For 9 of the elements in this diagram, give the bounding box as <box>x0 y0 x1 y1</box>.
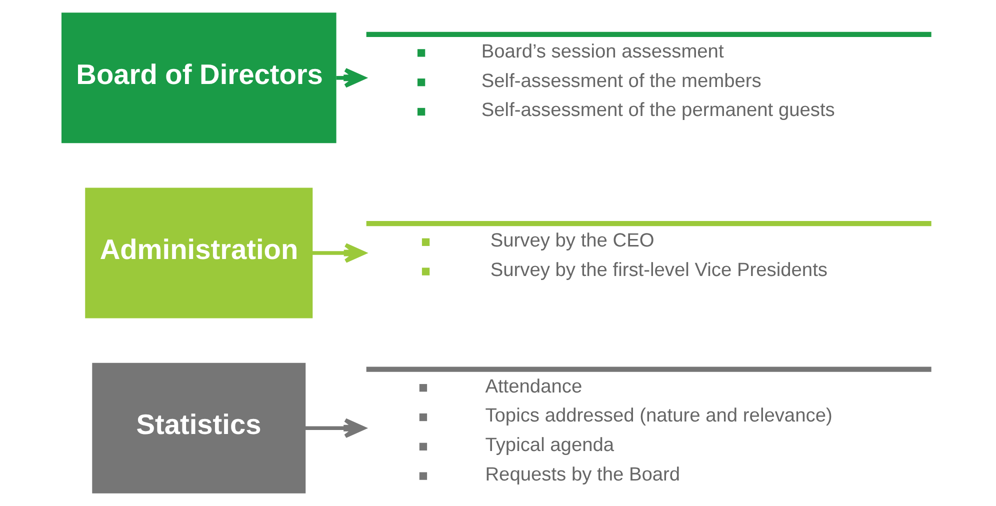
arrow <box>336 68 366 88</box>
arrow <box>312 243 366 263</box>
node-box: Administration <box>85 188 313 318</box>
node-box: Statistics <box>92 362 306 494</box>
arrow <box>305 418 366 438</box>
node-label: Requests by the Board <box>485 464 680 486</box>
node-box: Board of Directors <box>61 12 336 144</box>
node-label: Survey by the first-level Vice Presidents <box>490 260 828 282</box>
node-label: Self-assessment of the permanent guests <box>481 100 835 122</box>
